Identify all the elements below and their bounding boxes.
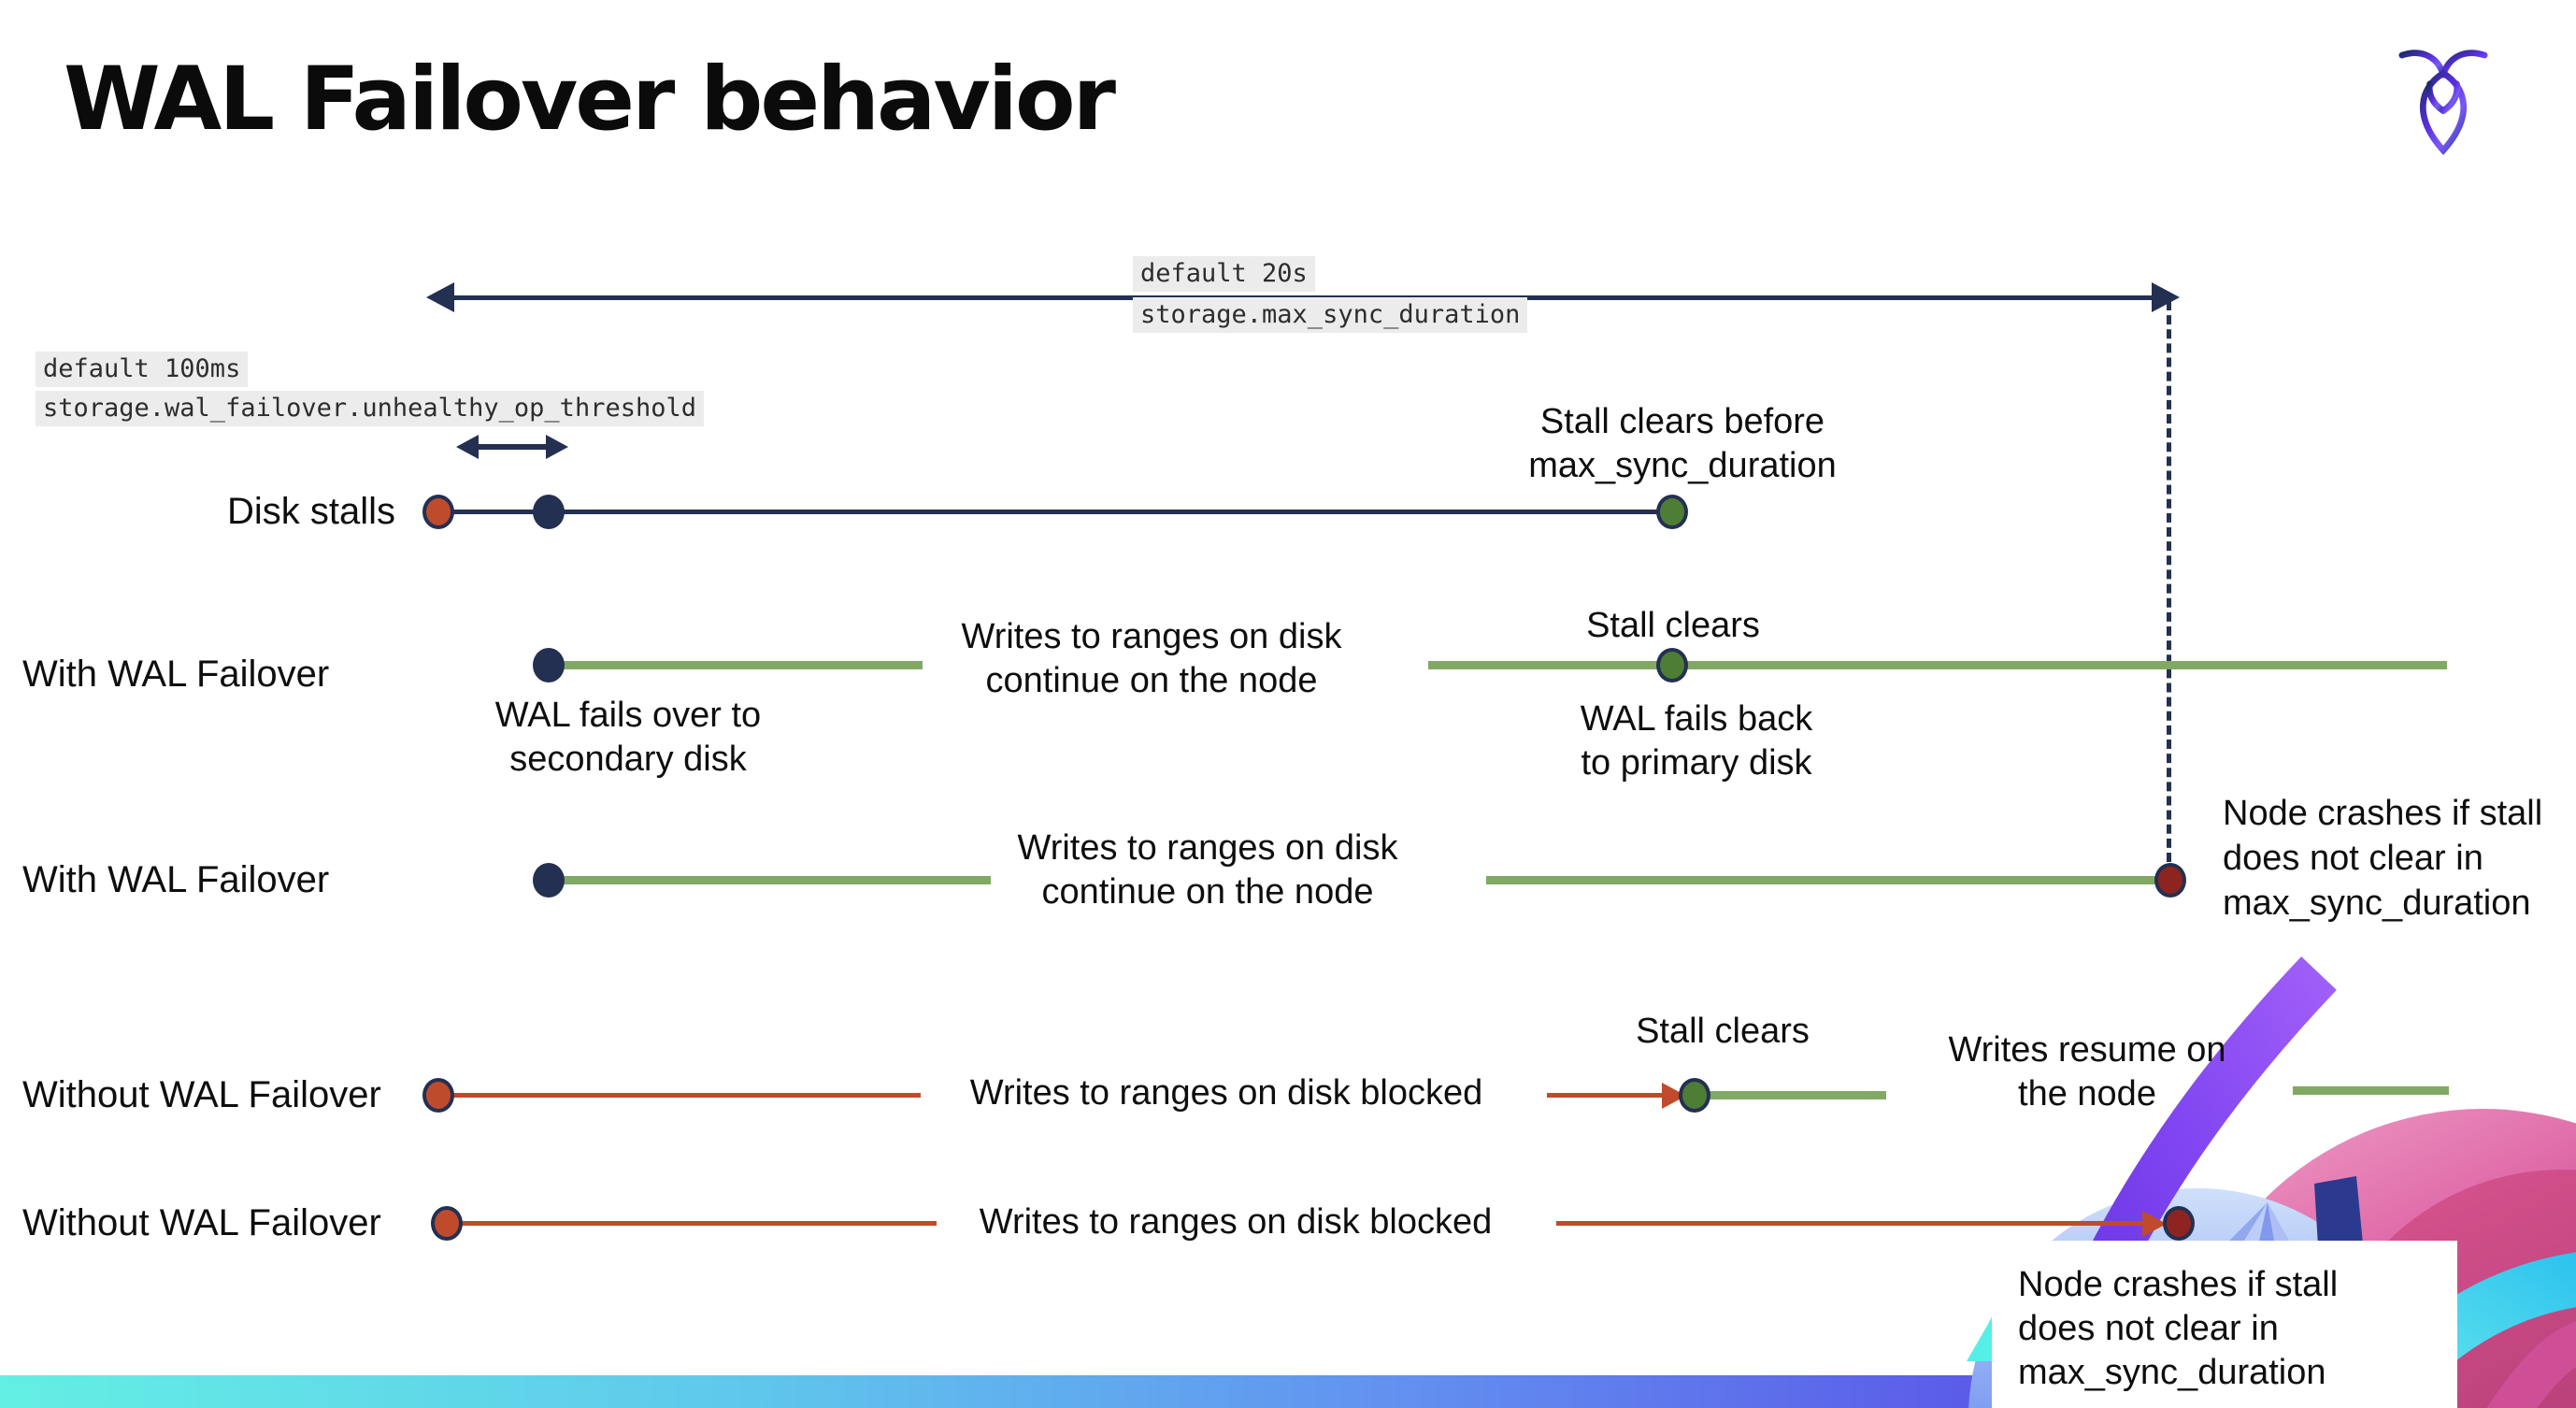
writes-blocked-annotation-2: Writes to ranges on disk blocked [979, 1202, 1493, 1242]
wal-fails-over-annotation: WAL fails over to secondary disk [494, 696, 762, 779]
writes-blocked-line-d [1556, 1221, 2146, 1226]
stall-start-dot-3 [431, 1206, 463, 1241]
stall-clear-dot-3 [1679, 1078, 1710, 1113]
stall-clear-dot-2 [1656, 648, 1688, 682]
writes-continue-annotation-2: Writes to ranges on disk continue on the… [1017, 828, 1398, 912]
writes-blocked-line-c [447, 1221, 937, 1226]
writes-blocked-line-a [438, 1093, 921, 1098]
arrowhead-left-icon [426, 282, 454, 312]
row-label-with-wal-failover-1: With WAL Failover [22, 654, 330, 695]
writes-continue-line-a [553, 661, 923, 669]
max-sync-default-chip: default 20s [1133, 256, 1315, 292]
cockroachdb-logo-icon [2398, 50, 2488, 155]
stall-start-dot-2 [422, 1078, 454, 1113]
node-crash-dot-2 [2163, 1206, 2195, 1241]
failover-trigger-dot [533, 495, 565, 529]
writes-continue-line-c [553, 876, 991, 884]
threshold-span-line [477, 444, 548, 450]
threshold-default-chip: default 100ms [36, 352, 249, 387]
stall-clears-annotation-2: Stall clears [1636, 1012, 1810, 1051]
wal-fails-back-annotation: WAL fails back to primary disk [1580, 699, 1813, 783]
row-label-with-wal-failover-2: With WAL Failover [22, 859, 330, 900]
stall-clears-annotation-1: Stall clears [1586, 606, 1760, 645]
disk-stall-timeline [438, 510, 1672, 514]
row-label-disk-stalls: Disk stalls [227, 491, 396, 532]
node-crash-dot [2154, 863, 2186, 898]
threshold-setting-chip: storage.wal_failover.unhealthy_op_thresh… [36, 391, 704, 426]
page-title: WAL Failover behavior [64, 49, 1116, 151]
writes-blocked-annotation-1: Writes to ranges on disk blocked [969, 1073, 1483, 1113]
stall-clears-before-annotation: Stall clears before max_sync_duration [1528, 402, 1837, 485]
row-label-without-wal-failover-1: Without WAL Failover [22, 1074, 381, 1115]
arrowhead-right-icon [2152, 282, 2180, 312]
writes-resume-annotation: Writes resume on the node [1948, 1030, 2226, 1113]
writes-resume-line-a [1696, 1091, 1886, 1099]
blocked-arrowhead-icon-2 [2142, 1211, 2167, 1237]
writes-continue-line-d [1486, 876, 2161, 884]
writes-continue-annotation-1: Writes to ranges on disk continue on the… [961, 617, 1342, 700]
node-crashes-annotation-1: Node crashes if stall does not clear in … [2223, 794, 2543, 923]
max-sync-deadline-dashed-line [2167, 301, 2171, 862]
threshold-arrowhead-left-icon [456, 435, 479, 459]
max-sync-setting-chip: storage.max_sync_duration [1133, 297, 1528, 333]
failover-dot-2 [533, 863, 565, 898]
node-crashes-note-box: Node crashes if stall does not clear in … [1992, 1241, 2457, 1408]
writes-continue-line-b [1428, 661, 2447, 669]
writes-resume-line-b [2293, 1086, 2449, 1095]
stall-start-dot [422, 495, 454, 529]
writes-blocked-line-b [1547, 1093, 1666, 1098]
row-label-without-wal-failover-2: Without WAL Failover [22, 1202, 381, 1243]
node-crashes-annotation-2: Node crashes if stall does not clear in … [2018, 1265, 2339, 1392]
failover-dot [533, 648, 565, 682]
stall-clear-dot [1656, 495, 1688, 529]
threshold-arrowhead-right-icon [546, 435, 568, 459]
